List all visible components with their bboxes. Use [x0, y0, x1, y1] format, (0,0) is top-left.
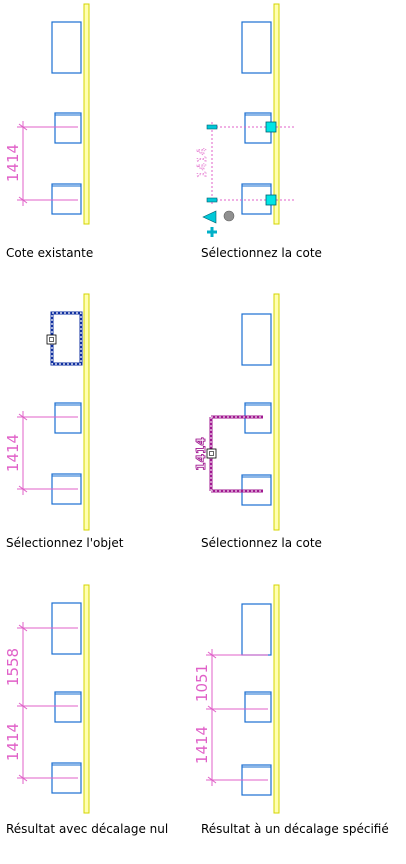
dimension-text-upper: 1558	[4, 648, 22, 686]
grip-triangle[interactable]	[202, 210, 217, 224]
object-top	[241, 603, 272, 656]
dimension-line-selected[interactable]	[209, 415, 263, 493]
dimension-line-selected	[211, 122, 296, 206]
dimension-line	[17, 121, 78, 206]
grip-dash-top[interactable]	[206, 124, 218, 130]
caption-select-dimension-2: Sélectionnez la cote	[201, 536, 322, 550]
caption-select-object: Sélectionnez l'objet	[6, 536, 124, 550]
panel-result-zero-offset: 1558 1414	[4, 584, 90, 814]
object-middle	[54, 112, 82, 144]
dimension-text-lower: 1414	[4, 723, 22, 761]
dimension-text: 1414	[194, 437, 208, 470]
object-middle	[54, 402, 82, 434]
pick-box	[46, 334, 57, 345]
grip-plus[interactable]	[207, 227, 217, 237]
pick-box	[206, 448, 217, 459]
dimension-text: 1414	[195, 148, 209, 179]
grip-circle[interactable]	[223, 210, 235, 222]
wall	[83, 293, 90, 531]
grip-square-top[interactable]	[265, 121, 277, 133]
dimension-text-upper: 1051	[193, 664, 211, 702]
dimension-text: 1414	[4, 434, 22, 472]
object-top	[241, 313, 272, 366]
wall	[273, 3, 280, 225]
caption-existing-dimension: Cote existante	[6, 246, 93, 260]
panel-select-object: 1414	[4, 293, 90, 531]
grip-square-bottom[interactable]	[265, 194, 277, 206]
caption-result-zero-offset: Résultat avec décalage nul	[6, 822, 168, 836]
dimension-text: 1414	[4, 144, 22, 182]
dimension-text-lower: 1414	[193, 726, 211, 764]
object-top	[241, 21, 272, 74]
caption-select-dimension: Sélectionnez la cote	[201, 246, 322, 260]
object-bottom	[51, 183, 82, 215]
object-middle	[244, 691, 272, 723]
dimension-line	[17, 411, 78, 495]
panel-result-specified-offset: 1051 1414	[193, 584, 280, 814]
caption-result-specified-offset: Résultat à un décalage spécifié	[201, 822, 389, 836]
wall	[83, 584, 90, 814]
wall	[83, 3, 90, 225]
dimension-line	[17, 622, 78, 784]
panel-select-dimension-2: 1414	[194, 293, 280, 531]
panel-existing-dimension: 1414	[4, 3, 90, 225]
dimension-line	[206, 649, 268, 786]
wall	[273, 293, 280, 531]
object-middle	[54, 691, 82, 723]
panel-select-dimension: 1414	[195, 3, 296, 237]
object-top	[51, 21, 82, 74]
wall	[273, 584, 280, 814]
grip-dash-bottom[interactable]	[206, 197, 218, 203]
